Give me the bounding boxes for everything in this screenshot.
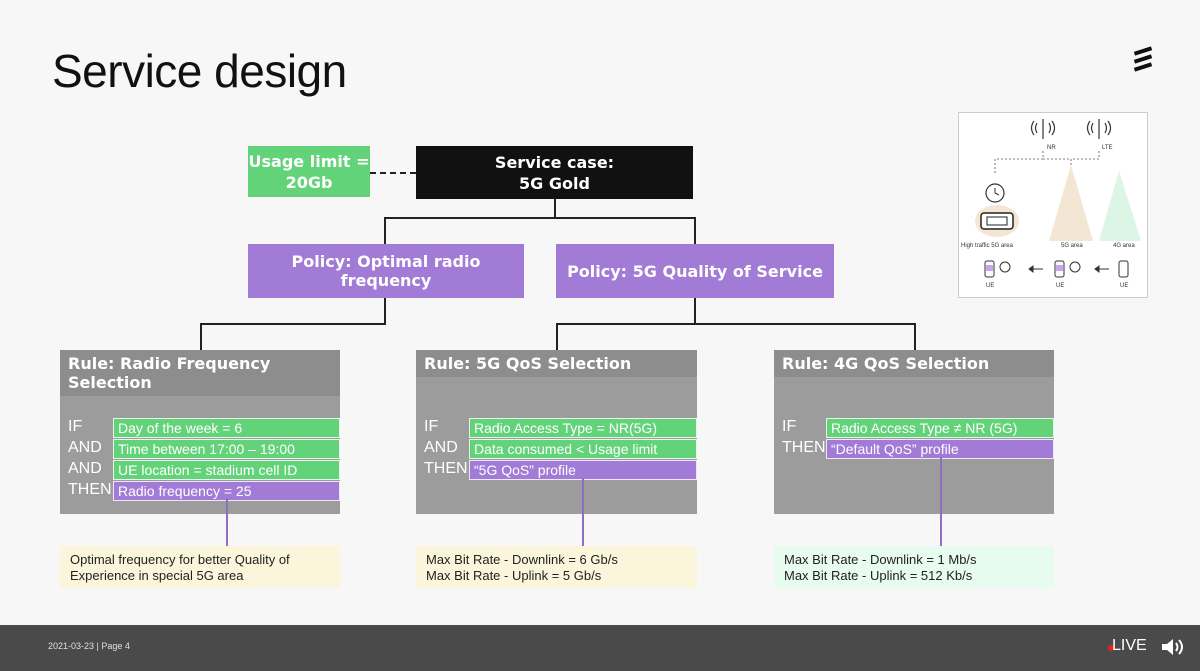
rule-keyword: THEN xyxy=(68,481,112,498)
5g-area-label: 5G area xyxy=(1061,243,1083,249)
slide-canvas xyxy=(0,0,1200,625)
rule-keyword: IF xyxy=(424,418,439,435)
result-line: Max Bit Rate - Uplink = 512 Kb/s xyxy=(784,568,973,583)
dashed-connector xyxy=(370,172,416,174)
connector-line xyxy=(694,217,696,244)
rule-keyword: AND xyxy=(424,439,458,456)
result-line: Experience in special 5G area xyxy=(70,568,244,583)
connector-line xyxy=(384,298,386,324)
4g-area-label: 4G area xyxy=(1113,243,1135,249)
ue-label: UE xyxy=(1056,283,1065,289)
speaker-icon[interactable] xyxy=(1160,636,1184,658)
service-case-label: Service case: xyxy=(494,152,615,172)
result-line: Max Bit Rate - Downlink = 1 Mb/s xyxy=(784,552,977,567)
rule-condition: Radio Access Type = NR(5G) xyxy=(469,418,697,438)
connector-line xyxy=(384,217,696,219)
rule-keyword: THEN xyxy=(424,460,468,477)
policy-radio-box: Policy: Optimal radio frequency xyxy=(248,244,524,298)
result-radio: Optimal frequency for better Quality of … xyxy=(60,546,340,588)
rule-condition: Day of the week = 6 xyxy=(113,418,340,438)
connector-line xyxy=(200,323,386,325)
rule-keyword: AND xyxy=(68,439,102,456)
result-line: Max Bit Rate - Uplink = 5 Gb/s xyxy=(426,568,602,583)
rule-condition: UE location = stadium cell ID xyxy=(113,460,340,480)
connector-line xyxy=(200,323,202,351)
service-case-box: Service case: 5G Gold xyxy=(416,146,693,199)
rule-action: “5G QoS” profile xyxy=(469,460,697,480)
high-traffic-area-label: High traffic 5G area xyxy=(961,243,1013,249)
rule-keyword: AND xyxy=(68,460,102,477)
result-arrow xyxy=(582,478,584,546)
rule-title: Rule: 4G QoS Selection xyxy=(774,350,1054,377)
nr-label: NR xyxy=(1047,145,1056,151)
live-indicator[interactable]: LIVE xyxy=(1112,637,1147,654)
rule-keyword: IF xyxy=(68,418,83,435)
connector-line xyxy=(556,323,558,351)
rule-condition: Time between 17:00 – 19:00 xyxy=(113,439,340,459)
ue-label: UE xyxy=(986,283,995,289)
result-5g-qos: Max Bit Rate - Downlink = 6 Gb/s Max Bit… xyxy=(416,546,697,588)
result-arrow xyxy=(940,457,942,546)
ue-label: UE xyxy=(1120,283,1129,289)
service-case-name: 5G Gold xyxy=(519,173,590,193)
slide-footer-text: 2021-03-23 | Page 4 xyxy=(48,641,130,651)
rule-action: “Default QoS” profile xyxy=(826,439,1054,459)
connector-line xyxy=(384,217,386,244)
result-arrow xyxy=(226,498,228,546)
network-diagram-graphic xyxy=(975,119,1141,278)
rule-keyword: THEN xyxy=(782,439,826,456)
rule-title: Rule: 5G QoS Selection xyxy=(416,350,697,377)
connector-line xyxy=(556,323,916,325)
result-4g-qos: Max Bit Rate - Downlink = 1 Mb/s Max Bit… xyxy=(774,546,1054,588)
company-logo-icon xyxy=(1133,46,1153,72)
rule-title: Rule: Radio Frequency Selection xyxy=(60,350,340,396)
live-dot-icon xyxy=(1108,645,1114,651)
result-line: Max Bit Rate - Downlink = 6 Gb/s xyxy=(426,552,618,567)
rule-condition: Radio Access Type ≠ NR (5G) xyxy=(826,418,1054,438)
connector-line xyxy=(554,199,556,217)
connector-line xyxy=(914,323,916,351)
rule-keyword: IF xyxy=(782,418,797,435)
video-control-bar xyxy=(0,625,1200,671)
rule-condition: Data consumed < Usage limit xyxy=(469,439,697,459)
usage-limit-box: Usage limit = 20Gb xyxy=(248,146,370,197)
policy-qos-box: Policy: 5G Quality of Service xyxy=(556,244,834,298)
network-diagram: NR LTE High traffic 5G area 5G area 4G a… xyxy=(958,112,1148,298)
lte-label: LTE xyxy=(1102,145,1113,151)
connector-line xyxy=(694,298,696,324)
slide-title: Service design xyxy=(52,45,347,97)
result-line: Optimal frequency for better Quality of xyxy=(70,552,290,567)
